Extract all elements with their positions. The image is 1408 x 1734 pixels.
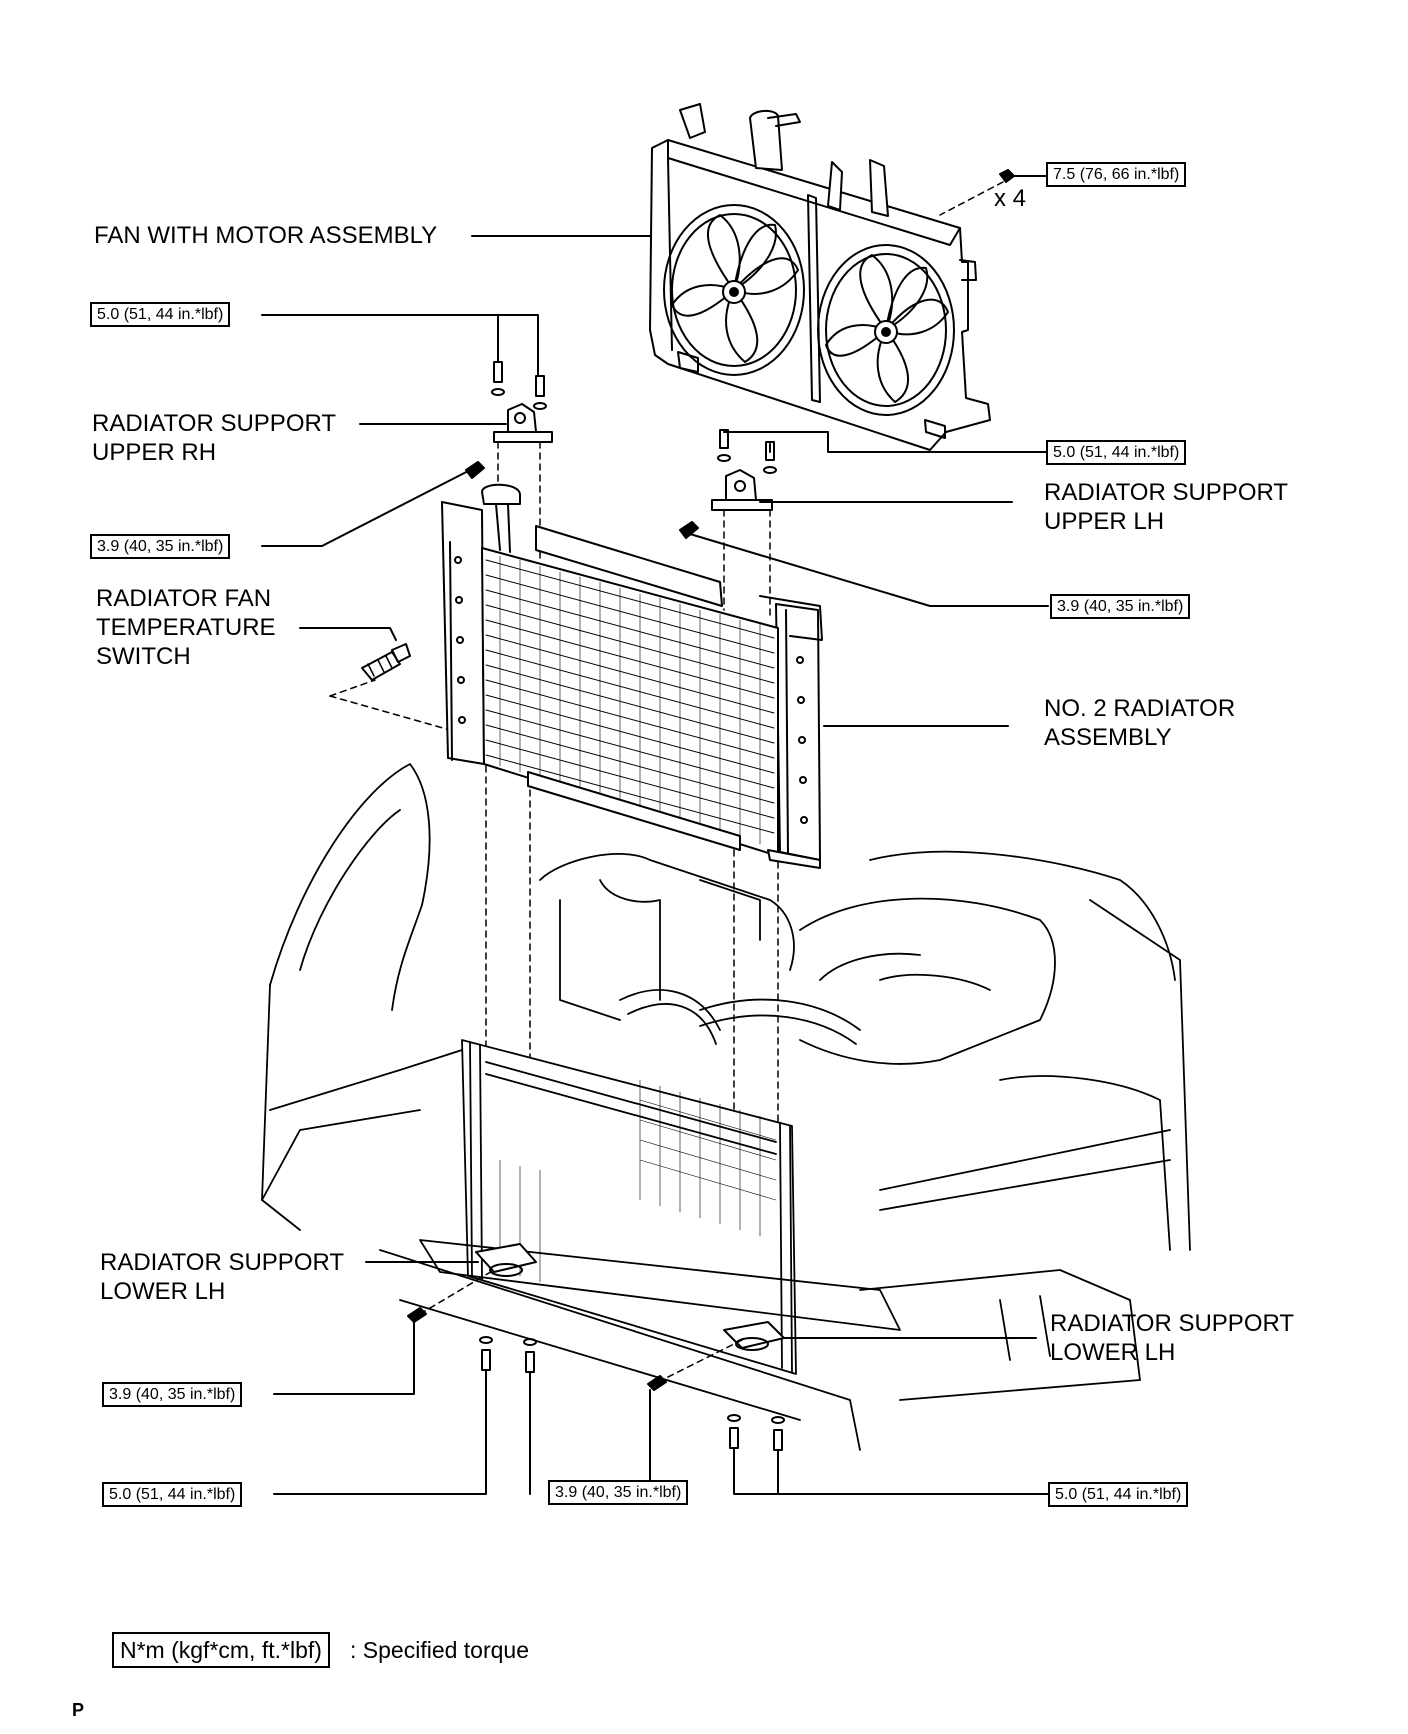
radiator-support-upper-lh-drawing [679,429,777,539]
torque-fan-bolts: 7.5 (76, 66 in.*lbf) [1046,162,1187,187]
vehicle-engine-bay-drawing [261,763,1191,1451]
no2-radiator-assembly-drawing [441,483,823,869]
torque-lower-right-bolts: 5.0 (51, 44 in.*lbf) [1048,1482,1189,1507]
torque-upper-lh-bolts: 5.0 (51, 44 in.*lbf) [1046,440,1187,465]
label-line: SWITCH [96,643,191,670]
label-line: LOWER LH [1050,1339,1176,1366]
label-quantity-x4: x 4 [994,185,1027,212]
fan-motor-assembly-drawing [649,103,1015,451]
fan-temperature-switch-drawing [361,643,411,681]
label-line: UPPER LH [1044,508,1165,535]
torque-lower-left-side-bolt: 3.9 (40, 35 in.*lbf) [102,1382,243,1407]
label-line: UPPER RH [92,439,217,466]
torque-lower-right-side-bolt: 3.9 (40, 35 in.*lbf) [548,1480,689,1505]
torque-upper-lh-side-bolt: 3.9 (40, 35 in.*lbf) [1050,594,1191,619]
legend-torque-unit: N*m (kgf*cm, ft.*lbf) [112,1632,330,1668]
label-radiator-support-upper-lh: RADIATOR SUPPORT UPPER LH [1044,478,1288,536]
label-no2-radiator-assembly: NO. 2 RADIATOR ASSEMBLY [1044,694,1235,752]
label-line: ASSEMBLY [1044,724,1172,751]
label-line: RADIATOR SUPPORT [100,1249,345,1276]
label-radiator-support-lower-right: RADIATOR SUPPORT LOWER LH [1050,1309,1294,1367]
label-fan-with-motor-assembly: FAN WITH MOTOR ASSEMBLY [94,222,438,249]
label-line: NO. 2 RADIATOR [1044,695,1236,722]
torque-upper-rh-bolts: 5.0 (51, 44 in.*lbf) [90,302,231,327]
radiator-support-upper-rh-drawing [465,361,553,479]
page-code: P [72,1700,85,1720]
legend-specified-torque: : Specified torque [350,1637,530,1663]
label-radiator-support-upper-rh: RADIATOR SUPPORT UPPER RH [92,409,336,467]
radiator-support-lower-left-drawing [407,1243,537,1373]
label-line: TEMPERATURE [96,614,276,641]
label-line: RADIATOR SUPPORT [1044,479,1289,506]
label-radiator-support-lower-left: RADIATOR SUPPORT LOWER LH [100,1248,344,1306]
torque-lower-left-bolts: 5.0 (51, 44 in.*lbf) [102,1482,243,1507]
torque-upper-rh-side-bolt: 3.9 (40, 35 in.*lbf) [90,534,231,559]
label-line: RADIATOR FAN [96,585,272,612]
label-line: LOWER LH [100,1278,226,1305]
label-radiator-fan-temperature-switch: RADIATOR FAN TEMPERATURE SWITCH [96,584,276,671]
label-line: RADIATOR SUPPORT [92,410,337,437]
label-line: RADIATOR SUPPORT [1050,1310,1295,1337]
